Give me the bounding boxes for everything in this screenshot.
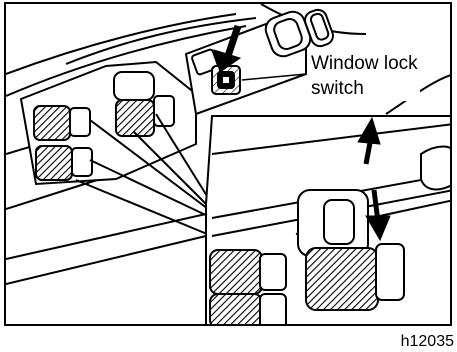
figure-code: h12035 bbox=[401, 333, 454, 351]
illustration-frame: Window lock switch bbox=[4, 2, 452, 326]
window-lock-switch-label: Window lock switch bbox=[309, 51, 420, 101]
